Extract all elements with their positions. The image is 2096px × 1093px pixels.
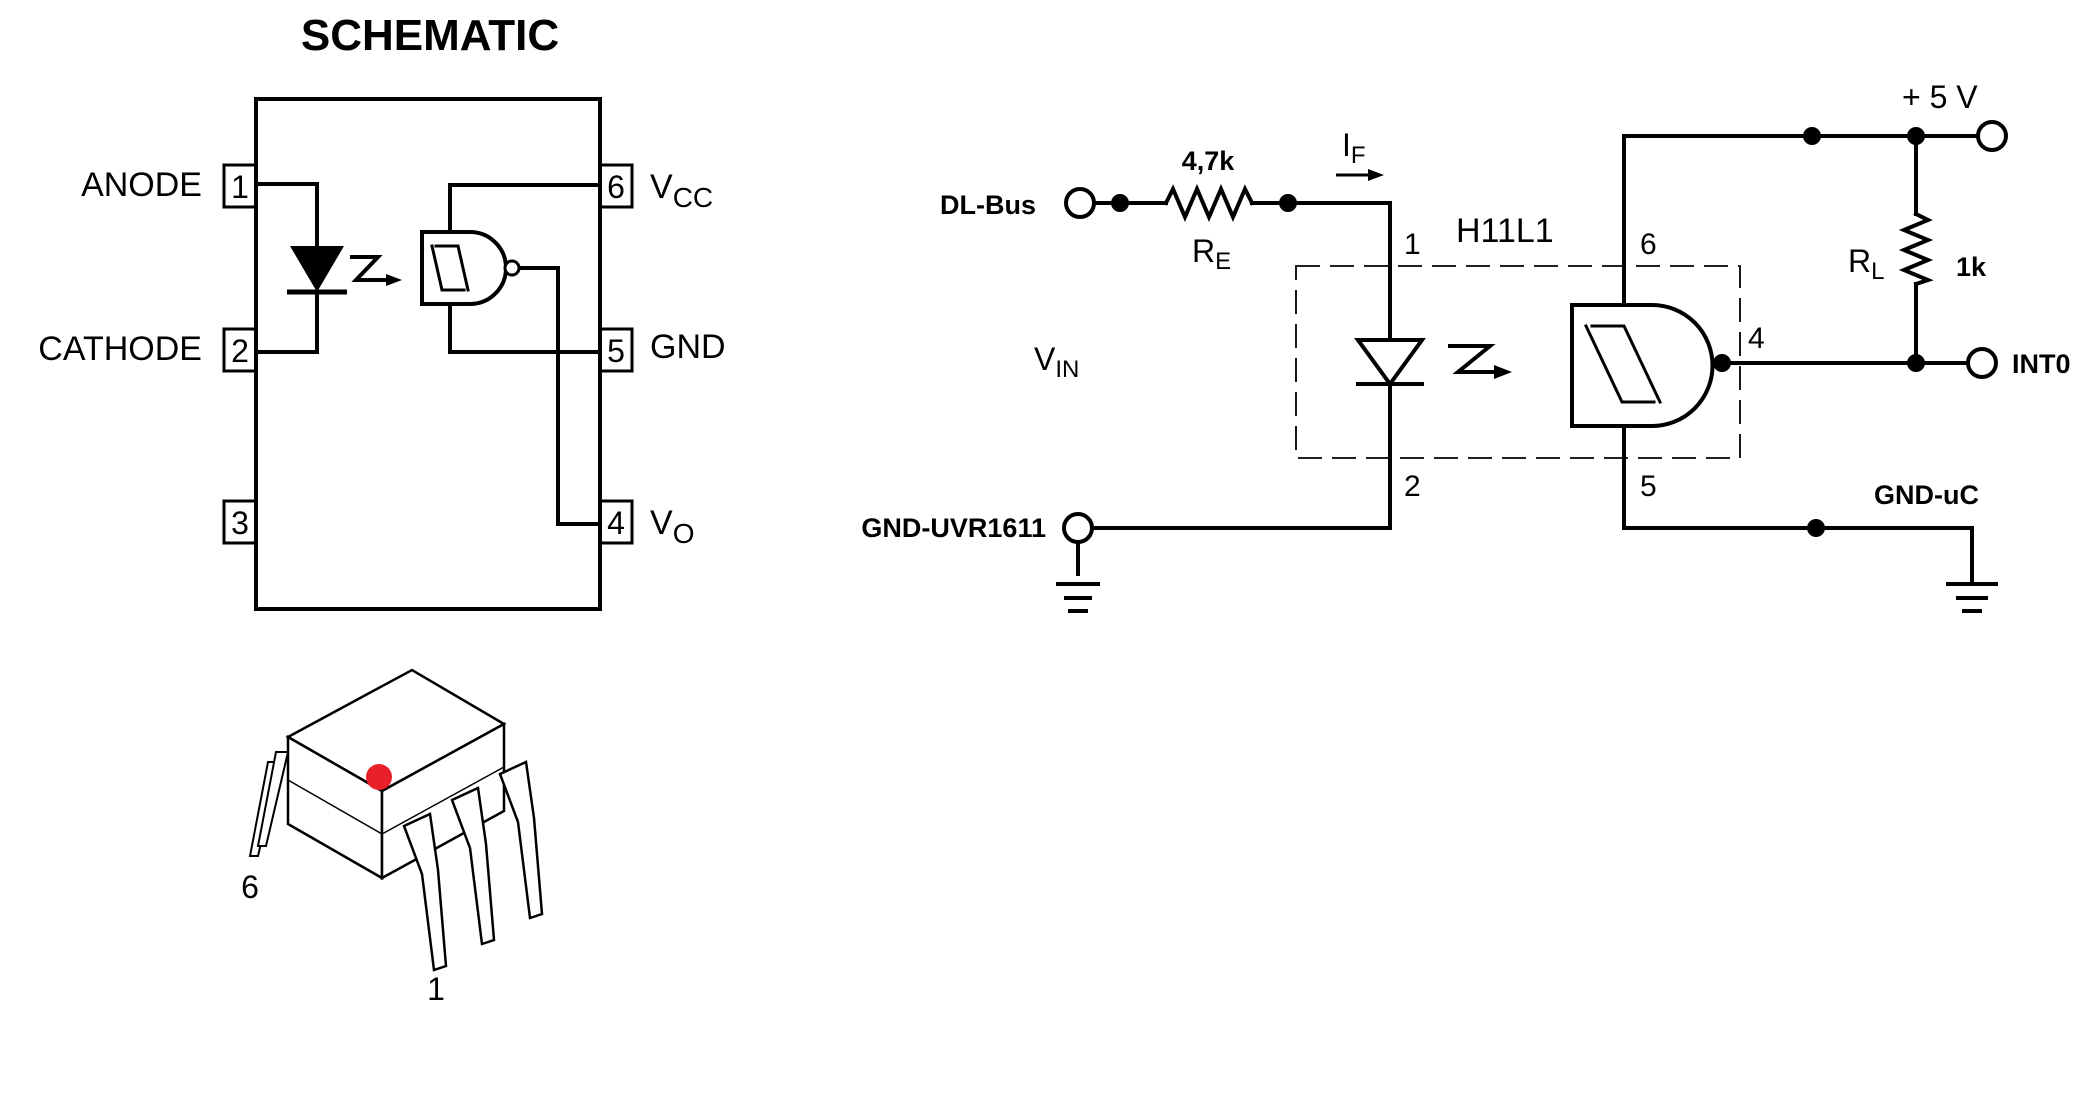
circuit-light-emission-icon (1448, 344, 1512, 379)
pin-4-number: 4 (607, 505, 625, 541)
supply-label: + 5 V (1902, 79, 1978, 115)
pin-3-box (222, 499, 258, 545)
ic-pin-1: 1 (1404, 228, 1421, 261)
ground-icon (1946, 582, 1998, 613)
supply-terminal (1976, 120, 2008, 152)
vin-label: VIN (1034, 341, 1079, 383)
pin-6-number: 6 (607, 169, 625, 205)
ic-boundary (1295, 265, 1741, 459)
led-icon (287, 246, 347, 295)
junction-dot (1907, 127, 1925, 145)
gnd-uvr-label: GND-UVR1611 (861, 513, 1046, 543)
ground-icon (1056, 582, 1100, 613)
ic-name-label: H11L1 (1456, 212, 1554, 250)
pin-2-number: 2 (231, 333, 249, 369)
dl-bus-terminal (1064, 187, 1096, 219)
resistor-re-label: RE (1192, 233, 1231, 275)
pin-2-label: CATHODE (38, 330, 202, 368)
junction-dot (1807, 519, 1825, 537)
current-arrow-icon (1336, 169, 1384, 181)
pin-5-number: 5 (607, 333, 625, 369)
int0-label: INT0 (2012, 349, 2071, 379)
ic-pin-5: 5 (1640, 470, 1657, 503)
pin-1-number: 1 (231, 169, 249, 205)
pin-1-marker (366, 764, 392, 790)
pin-1-label: ANODE (81, 166, 202, 204)
schmitt-nand-gate-icon (420, 230, 521, 306)
gnd-uvr-terminal (1062, 512, 1094, 544)
resistor-rl-label: RL (1848, 243, 1884, 285)
junction-dot (1279, 194, 1297, 212)
ic-pin-4: 4 (1748, 322, 1765, 355)
package-pin-6-label: 6 (241, 869, 259, 905)
junction-dot (1713, 354, 1731, 372)
circuit-schmitt-gate-icon (1570, 303, 1715, 428)
resistor-re-value: 4,7k (1182, 146, 1236, 176)
gnd-uc-label: GND-uC (1874, 480, 1979, 510)
circuit-led-icon (1354, 338, 1426, 388)
pin-6-label: VCC (650, 168, 713, 213)
resistor-rl-value: 1k (1956, 252, 1987, 282)
package-back-pins (248, 751, 290, 857)
ic-pin-6: 6 (1640, 228, 1657, 261)
schematic-section: SCHEMATIC 1 2 3 6 5 4 ANODE CATHODE VCC … (38, 11, 726, 611)
dl-bus-label: DL-Bus (940, 190, 1036, 220)
package-illustration: 6 1 (241, 668, 544, 1007)
ic-pin-2: 2 (1404, 470, 1421, 503)
junction-dot (1111, 194, 1129, 212)
package-pin-1-label: 1 (427, 971, 445, 1007)
circuit-section: DL-Bus 4,7k RE IF H11L1 VIN 1 2 6 5 4 (861, 79, 2071, 613)
light-emission-icon (350, 255, 402, 286)
pin-3-number: 3 (231, 505, 249, 541)
pin-5-label: GND (650, 328, 726, 366)
junction-dot (1907, 354, 1925, 372)
int0-terminal (1966, 347, 1998, 379)
resistor-rl-icon (1898, 211, 1934, 287)
schematic-wiring (254, 182, 602, 526)
pin-4-label: VO (650, 504, 694, 549)
package-front-pins (402, 760, 544, 972)
current-if-label: IF (1342, 127, 1366, 169)
resistor-re-icon (1163, 183, 1255, 223)
junction-dot (1803, 127, 1821, 145)
schematic-title: SCHEMATIC (301, 11, 559, 60)
